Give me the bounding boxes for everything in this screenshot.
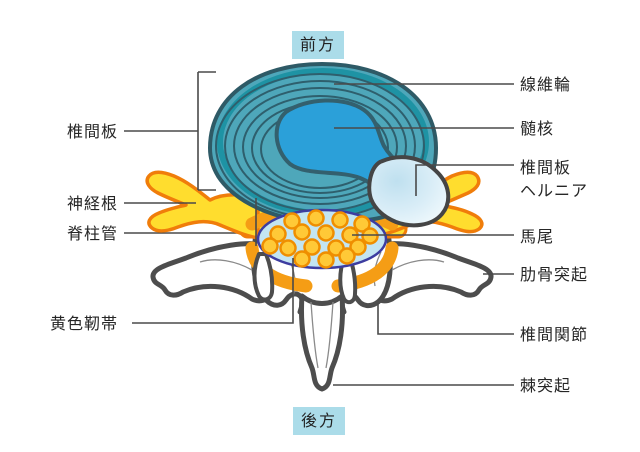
label-spinal-canal: 脊柱管 — [66, 224, 118, 243]
nerve-dot — [338, 247, 356, 265]
nerve-dot — [261, 237, 279, 255]
nerve-dot — [317, 224, 335, 242]
nerve-dot — [307, 209, 325, 227]
label-disc-herniation-line1: 椎間板 — [520, 158, 572, 177]
label-cauda-equina: 馬尾 — [520, 227, 555, 246]
nerve-dot — [349, 238, 367, 256]
nerve-dot — [283, 212, 301, 230]
left-articular-knob — [252, 252, 275, 302]
label-facet-joint: 椎間関節 — [520, 325, 589, 344]
left-nerve-root — [145, 170, 260, 240]
nerve-dot — [361, 227, 379, 245]
label-posterior: 後方 — [293, 407, 345, 435]
articular-processes — [252, 252, 358, 305]
pointer-lines — [124, 71, 514, 386]
cauda-equina-dots — [261, 209, 379, 269]
facet-joint-pointer-line — [377, 303, 514, 335]
label-nucleus-pulposus: 髄核 — [520, 119, 555, 138]
nerve-dot — [269, 225, 287, 243]
nerve-dot — [279, 239, 297, 257]
annulus-ring — [242, 95, 398, 199]
nerve-dot — [303, 238, 321, 256]
nerve-dot — [293, 223, 311, 241]
spinous-process — [299, 293, 345, 392]
label-intervertebral-disc: 椎間板 — [66, 122, 118, 141]
yellow-ligament-pointer-line — [132, 258, 294, 324]
label-spinous-process: 棘突起 — [520, 376, 572, 395]
label-disc-herniation-line2: ヘルニア — [520, 181, 589, 200]
disc-herniation-bulge — [367, 155, 451, 228]
label-costal-process: 肋骨突起 — [520, 265, 589, 284]
label-anterior: 前方 — [292, 31, 344, 59]
label-annulus-fibrosus: 線維輪 — [520, 75, 572, 94]
label-disc-herniation: 椎間板 ヘルニア — [520, 156, 588, 202]
nerve-dot — [293, 250, 311, 268]
nerve-dot — [317, 251, 335, 269]
nerve-dot — [353, 215, 371, 233]
nerve-dot — [331, 211, 349, 229]
annulus-ring — [233, 87, 407, 205]
right-articular-knob — [338, 256, 358, 305]
label-yellow-ligament: 黄色靭帯 — [49, 314, 118, 333]
label-nerve-root: 神経根 — [66, 194, 118, 213]
hernia-pointer-line — [415, 164, 514, 196]
